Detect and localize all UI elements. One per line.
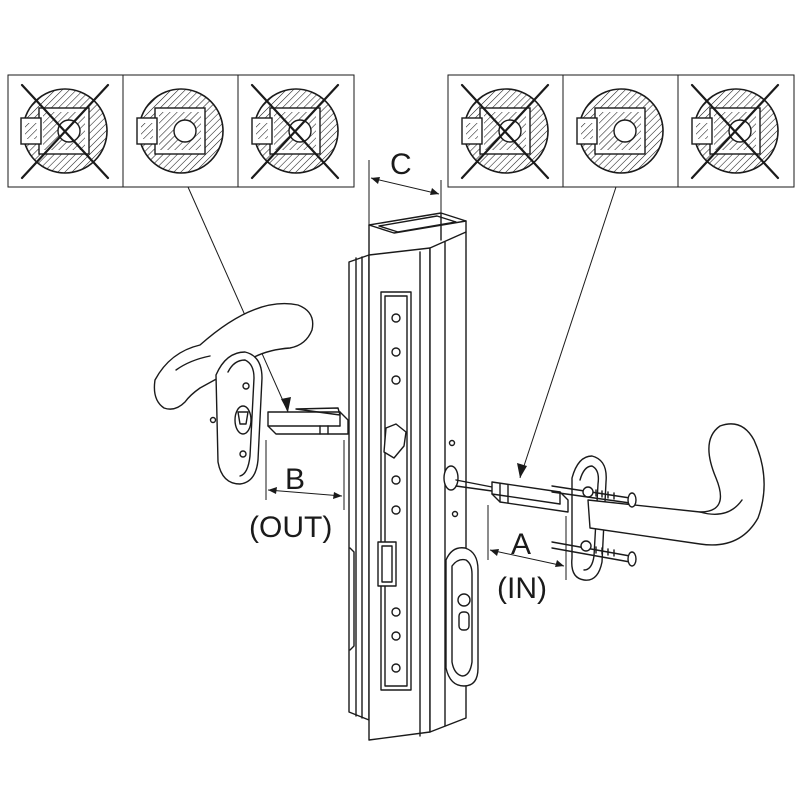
spindle-panel-in: [447, 74, 795, 188]
spindle-in: [455, 479, 569, 513]
pointer-line-out: [187, 186, 289, 413]
spindle-panel-out: [7, 74, 355, 188]
spindle-option-not-allowed: [690, 83, 780, 180]
pointer-line-in: [519, 186, 617, 479]
spindle-hole: [443, 465, 459, 491]
fixing-bolts: [551, 485, 637, 567]
door-profile: [348, 212, 479, 741]
deadbolt: [377, 541, 397, 587]
spindle-option-not-allowed: [20, 83, 110, 180]
dimension-a-label: A: [511, 528, 531, 561]
lock-faceplate: [380, 291, 412, 691]
dimension-b-sublabel: (OUT): [249, 511, 332, 544]
cylinder-escutcheon: [445, 547, 479, 687]
dimension-b-label: B: [285, 463, 305, 496]
dimension-b: B (OUT): [249, 440, 345, 544]
spindle-out: [267, 407, 349, 435]
dimension-c: C: [368, 148, 442, 260]
dimension-a: A (IN): [487, 505, 567, 605]
latch-bolt: [383, 423, 407, 459]
spindle-option-not-allowed: [250, 83, 340, 180]
spindle-option-allowed: [576, 88, 664, 174]
handle-in: [551, 423, 765, 581]
spindle-option-allowed: [136, 88, 224, 174]
dimension-a-sublabel: (IN): [497, 572, 547, 605]
spindle-option-not-allowed: [460, 83, 550, 180]
handle-out: [153, 302, 314, 485]
dimension-c-label: C: [390, 148, 412, 181]
faceplate-screws: [391, 313, 401, 673]
